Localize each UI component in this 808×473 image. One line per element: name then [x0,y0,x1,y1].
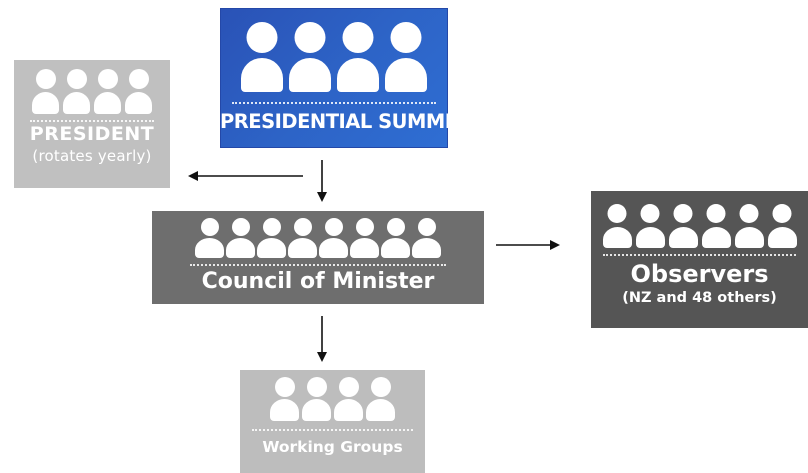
person-icon [635,204,665,248]
person-icon [334,377,363,421]
person-icon [350,218,379,258]
person-icon [734,204,764,248]
working-groups-node: Working Groups [240,370,425,473]
president-node: PRESIDENT (rotates yearly) [14,60,170,188]
person-icon [385,22,427,92]
observers-sublabel: (NZ and 48 others) [622,290,777,307]
dotted-divider [252,429,413,431]
person-icon [602,204,632,248]
observers-node: Observers (NZ and 48 others) [591,191,808,328]
dotted-divider [232,102,436,104]
person-icon [701,204,731,248]
person-icon [63,69,90,114]
dotted-divider [30,120,154,122]
president-sublabel: (rotates yearly) [32,146,152,165]
presidential-summits-label: PRESIDENTIAL SUMMITS [220,110,478,133]
people-group [152,218,484,258]
working-groups-label: Working Groups [262,438,403,456]
person-icon [195,218,224,258]
people-group [14,69,170,114]
person-icon [319,218,348,258]
person-icon [366,377,395,421]
person-icon [767,204,797,248]
person-icon [302,377,331,421]
person-icon [32,69,59,114]
council-label: Council of Minister [201,269,435,294]
council-of-minister-node: Council of Minister [152,211,484,304]
presidential-summits-node: PRESIDENTIAL SUMMITS [220,8,478,148]
person-icon [412,218,441,258]
people-group [591,204,808,248]
dotted-divider [190,264,446,266]
person-icon [125,69,152,114]
people-group [240,377,425,421]
person-icon [270,377,299,421]
person-icon [289,22,331,92]
person-icon [337,22,379,92]
person-icon [241,22,283,92]
person-icon [381,218,410,258]
person-icon [288,218,317,258]
dotted-divider [603,254,796,256]
president-label: PRESIDENT [29,123,155,145]
person-icon [668,204,698,248]
person-icon [226,218,255,258]
people-group [220,22,448,92]
person-icon [257,218,286,258]
person-icon [94,69,121,114]
observers-label: Observers [630,260,769,288]
